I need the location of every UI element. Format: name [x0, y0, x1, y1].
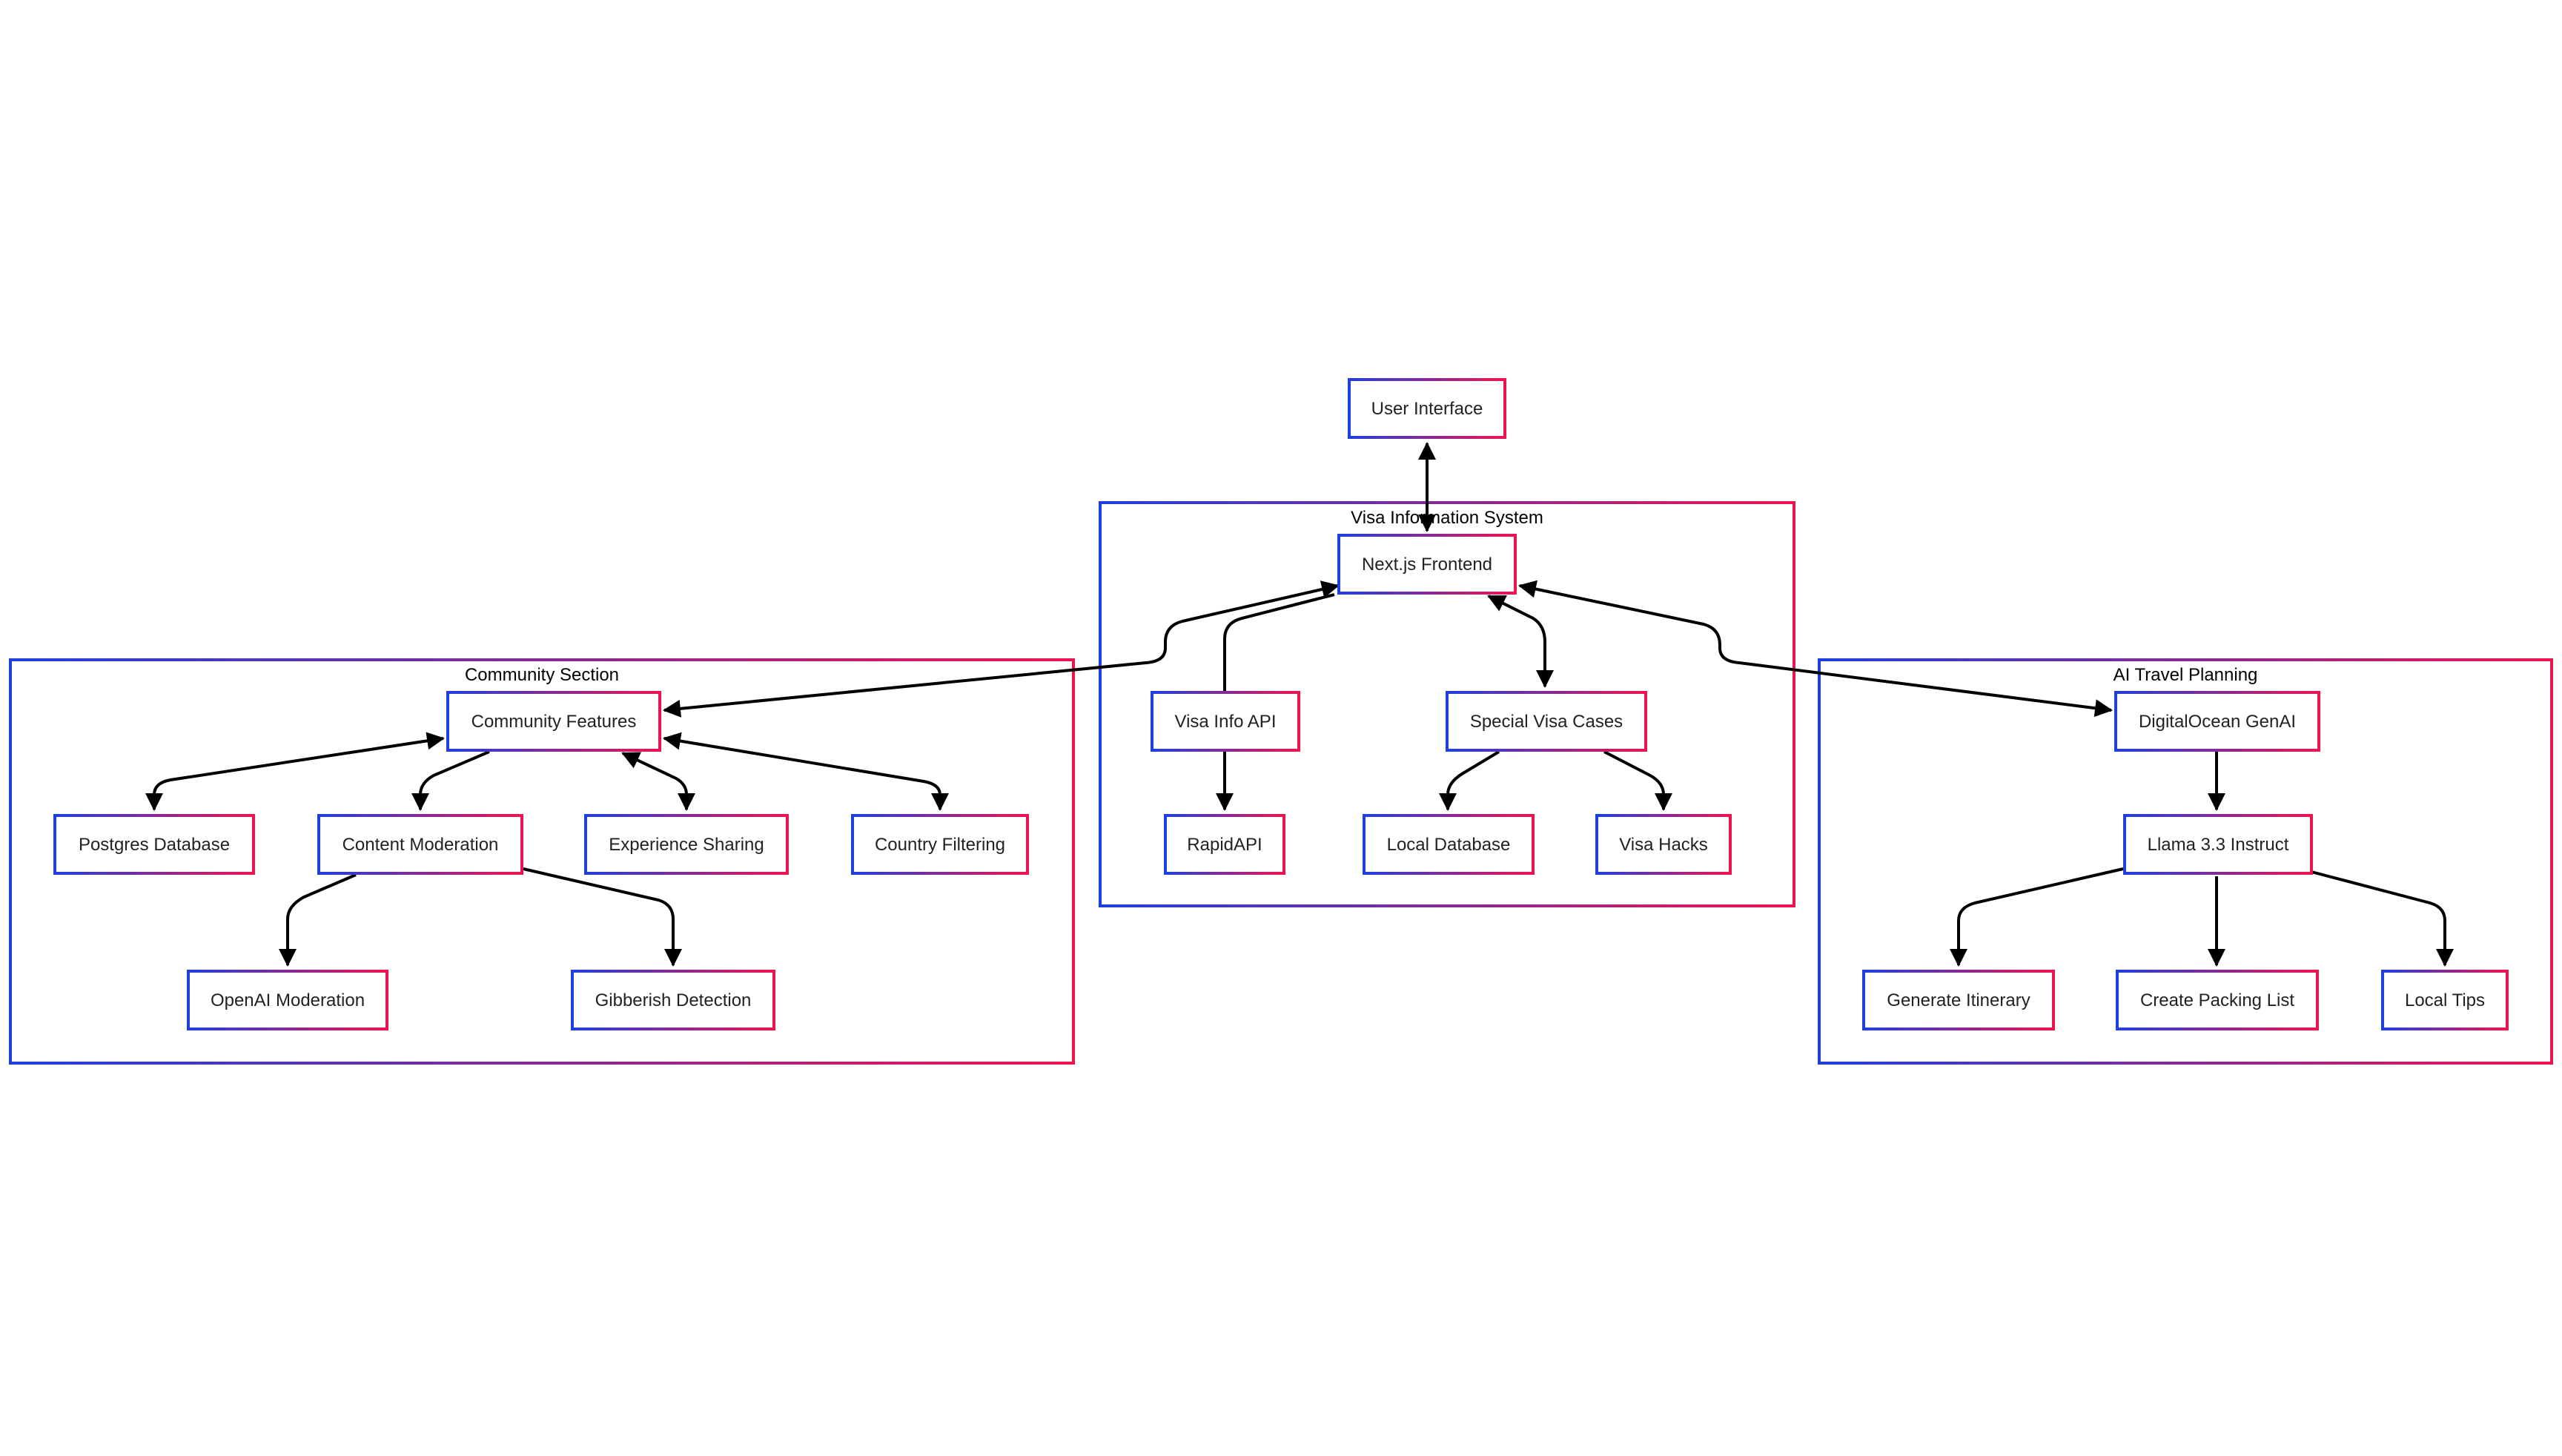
node-country-filtering-label: Country Filtering — [875, 835, 1005, 855]
node-postgres-database-label: Postgres Database — [79, 835, 230, 855]
node-experience-sharing[interactable]: Experience Sharing — [584, 814, 789, 875]
edges — [145, 442, 2454, 967]
cluster-visa-label: Visa Information System — [1351, 508, 1543, 528]
node-content-moderation-label: Content Moderation — [342, 835, 499, 855]
node-special-visa-cases[interactable]: Special Visa Cases — [1446, 691, 1647, 752]
node-llama-instruct[interactable]: Llama 3.3 Instruct — [2123, 814, 2313, 875]
node-openai-moderation-label: OpenAI Moderation — [211, 990, 365, 1010]
node-create-packing-list[interactable]: Create Packing List — [2116, 970, 2319, 1030]
cluster-ai-travel-planning: AI Travel Planning — [1818, 658, 2553, 1065]
node-special-visa-cases-label: Special Visa Cases — [1470, 712, 1623, 732]
node-user-interface[interactable]: User Interface — [1348, 378, 1506, 439]
node-llama-instruct-label: Llama 3.3 Instruct — [2148, 835, 2289, 855]
node-digitalocean-genai-label: DigitalOcean GenAI — [2139, 712, 2296, 732]
node-visa-info-api-label: Visa Info API — [1175, 712, 1277, 732]
edge-community-experience — [621, 752, 695, 811]
node-local-tips[interactable]: Local Tips — [2381, 970, 2509, 1030]
edge-llama-itinerary — [1950, 867, 2124, 967]
node-gibberish-detection-label: Gibberish Detection — [595, 990, 752, 1010]
node-gibberish-detection[interactable]: Gibberish Detection — [571, 970, 775, 1030]
cluster-community-box — [9, 658, 1075, 1065]
node-visa-hacks[interactable]: Visa Hacks — [1595, 814, 1732, 875]
edge-special-visa-hacks — [1603, 750, 1672, 811]
node-nextjs-frontend-label: Next.js Frontend — [1362, 555, 1492, 575]
node-user-interface-label: User Interface — [1371, 399, 1483, 419]
node-rapidapi[interactable]: RapidAPI — [1164, 814, 1285, 875]
edge-community-country — [663, 732, 949, 811]
node-visa-hacks-label: Visa Hacks — [1619, 835, 1708, 855]
node-create-packing-list-label: Create Packing List — [2140, 990, 2294, 1010]
node-content-moderation[interactable]: Content Moderation — [317, 814, 523, 875]
edge-moderation-openai — [279, 873, 357, 967]
nodes: User Interface Next.js Frontend Visa Inf… — [53, 378, 2509, 1030]
edge-llama-local-tips — [2311, 870, 2454, 967]
node-postgres-database[interactable]: Postgres Database — [53, 814, 255, 875]
node-generate-itinerary-label: Generate Itinerary — [1887, 990, 2030, 1010]
node-nextjs-frontend[interactable]: Next.js Frontend — [1337, 534, 1517, 595]
edge-special-local-db — [1439, 750, 1500, 811]
node-community-features-label: Community Features — [471, 712, 637, 732]
edge-community-moderation — [411, 750, 490, 811]
edge-frontend-community — [663, 580, 1340, 718]
edge-frontend-special-visa — [1487, 595, 1554, 688]
cluster-community-section: Community Section — [9, 658, 1075, 1065]
cluster-community-label: Community Section — [465, 665, 619, 685]
cluster-ai-label: AI Travel Planning — [2114, 665, 2258, 685]
node-local-database-label: Local Database — [1387, 835, 1511, 855]
node-local-tips-label: Local Tips — [2405, 990, 2485, 1010]
node-openai-moderation[interactable]: OpenAI Moderation — [187, 970, 388, 1030]
edge-frontend-genai — [1518, 580, 2113, 718]
node-visa-info-api[interactable]: Visa Info API — [1151, 691, 1300, 752]
node-community-features[interactable]: Community Features — [446, 691, 661, 752]
node-generate-itinerary[interactable]: Generate Itinerary — [1862, 970, 2055, 1030]
cluster-ai-box — [1818, 658, 2553, 1065]
node-rapidapi-label: RapidAPI — [1187, 835, 1262, 855]
node-country-filtering[interactable]: Country Filtering — [851, 814, 1029, 875]
edge-community-postgres — [145, 732, 445, 811]
edge-moderation-gibberish — [523, 867, 682, 967]
node-experience-sharing-label: Experience Sharing — [609, 835, 764, 855]
node-digitalocean-genai[interactable]: DigitalOcean GenAI — [2114, 691, 2320, 752]
node-local-database[interactable]: Local Database — [1363, 814, 1535, 875]
